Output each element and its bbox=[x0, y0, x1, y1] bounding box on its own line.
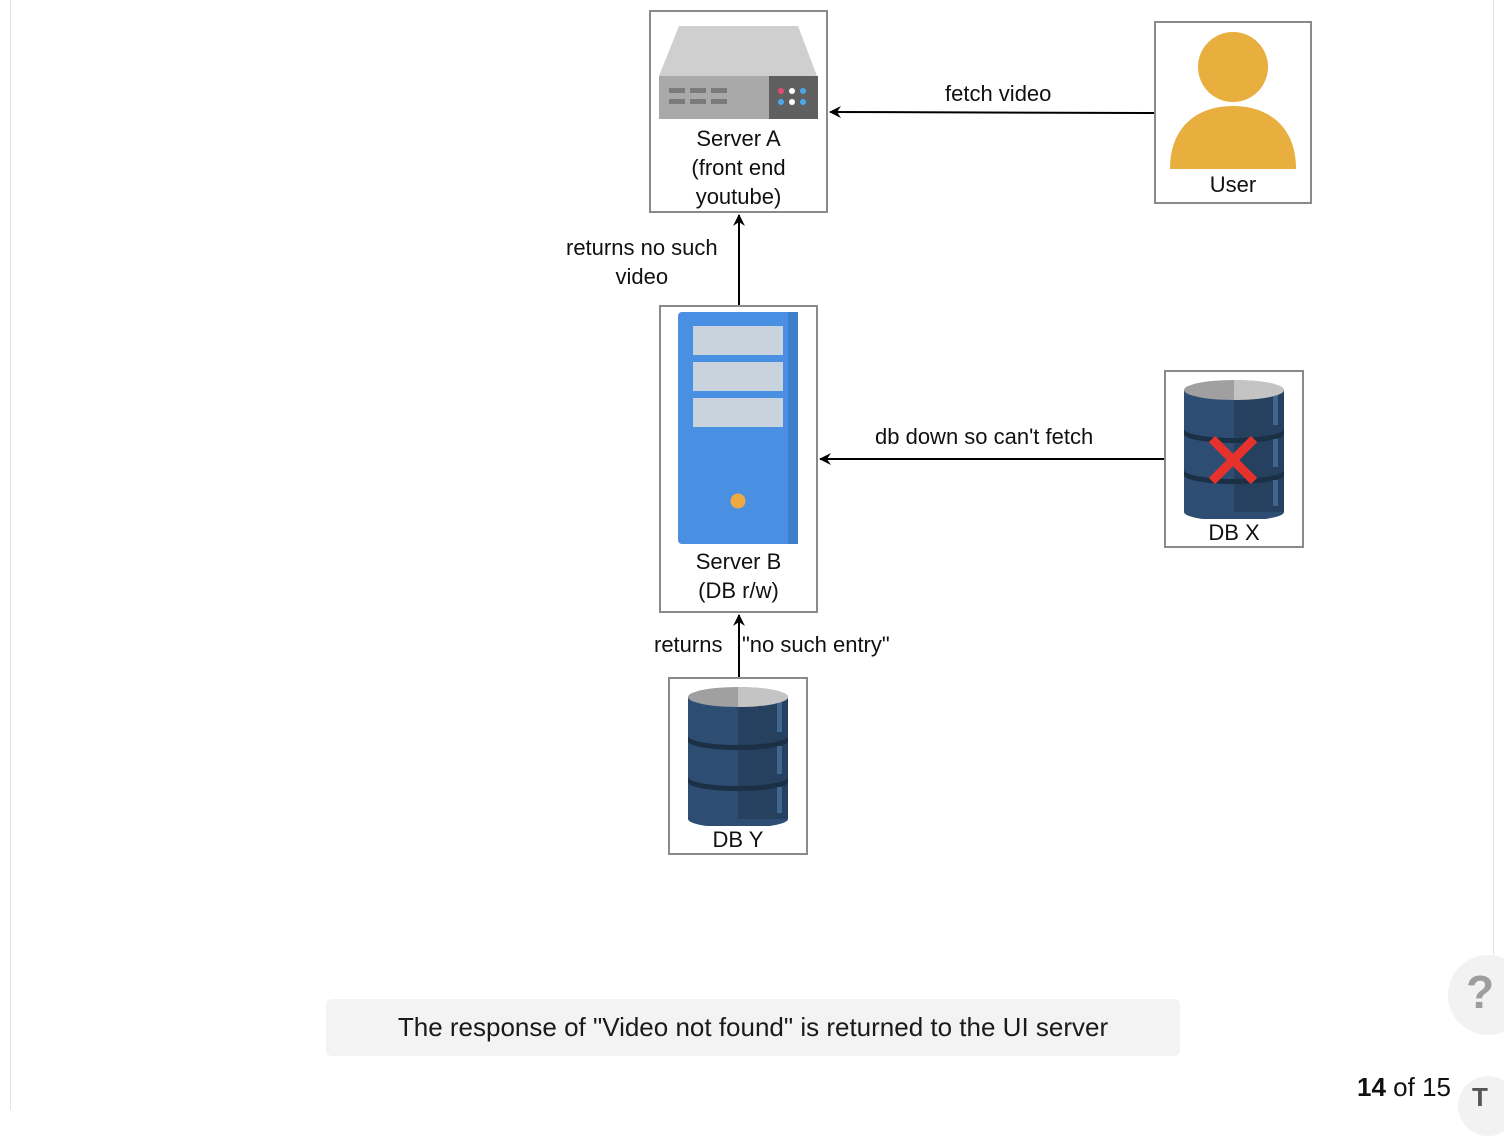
help-button[interactable]: ? bbox=[1448, 955, 1504, 1035]
content-frame-left-border bbox=[10, 0, 11, 1110]
font-size-button[interactable]: T bbox=[1458, 1076, 1504, 1136]
user-node: User bbox=[1154, 21, 1312, 204]
server-b-label: Server B (DB r/w) bbox=[695, 549, 782, 603]
db-x-label: DB X bbox=[1208, 520, 1260, 545]
edge-label-no-such-entry: "no such entry" bbox=[742, 632, 890, 657]
current-page: 14 bbox=[1357, 1072, 1386, 1102]
database-icon bbox=[688, 687, 788, 826]
edge-label-returns: returns bbox=[654, 632, 723, 657]
edge-label-line-2: video bbox=[615, 264, 669, 289]
rack-server-icon bbox=[659, 26, 818, 119]
db-x-node: DB X bbox=[1164, 370, 1304, 548]
content-frame-right-border bbox=[1493, 0, 1494, 960]
edge-label-fetch-video: fetch video bbox=[945, 79, 1052, 108]
slide-caption: The response of "Video not found" is ret… bbox=[326, 999, 1180, 1056]
total-pages: of 15 bbox=[1393, 1072, 1451, 1102]
help-icon: ? bbox=[1466, 966, 1495, 1018]
user-label: User bbox=[1209, 172, 1257, 197]
page-counter: 14 of 15 bbox=[1357, 1072, 1451, 1103]
server-b-node: Server B (DB r/w) bbox=[659, 305, 818, 613]
edge-label-line-1: returns no such bbox=[566, 235, 718, 260]
tower-server-icon bbox=[678, 312, 798, 544]
server-a-label: Server A (front end youtube) bbox=[691, 126, 786, 209]
edge-fetch-video bbox=[829, 106, 1155, 119]
db-y-node: DB Y bbox=[668, 677, 808, 855]
server-a-node: Server A (front end youtube) bbox=[649, 10, 828, 213]
edge-label-returns-no-such-video: returns no such video bbox=[566, 233, 718, 291]
diagram-edges bbox=[733, 106, 1164, 677]
edge-label-db-down: db down so can't fetch bbox=[875, 422, 1094, 451]
user-person-icon bbox=[1170, 32, 1296, 169]
database-failed-icon bbox=[1184, 380, 1284, 519]
text-size-icon: T bbox=[1472, 1082, 1488, 1112]
db-y-label: DB Y bbox=[712, 827, 764, 852]
